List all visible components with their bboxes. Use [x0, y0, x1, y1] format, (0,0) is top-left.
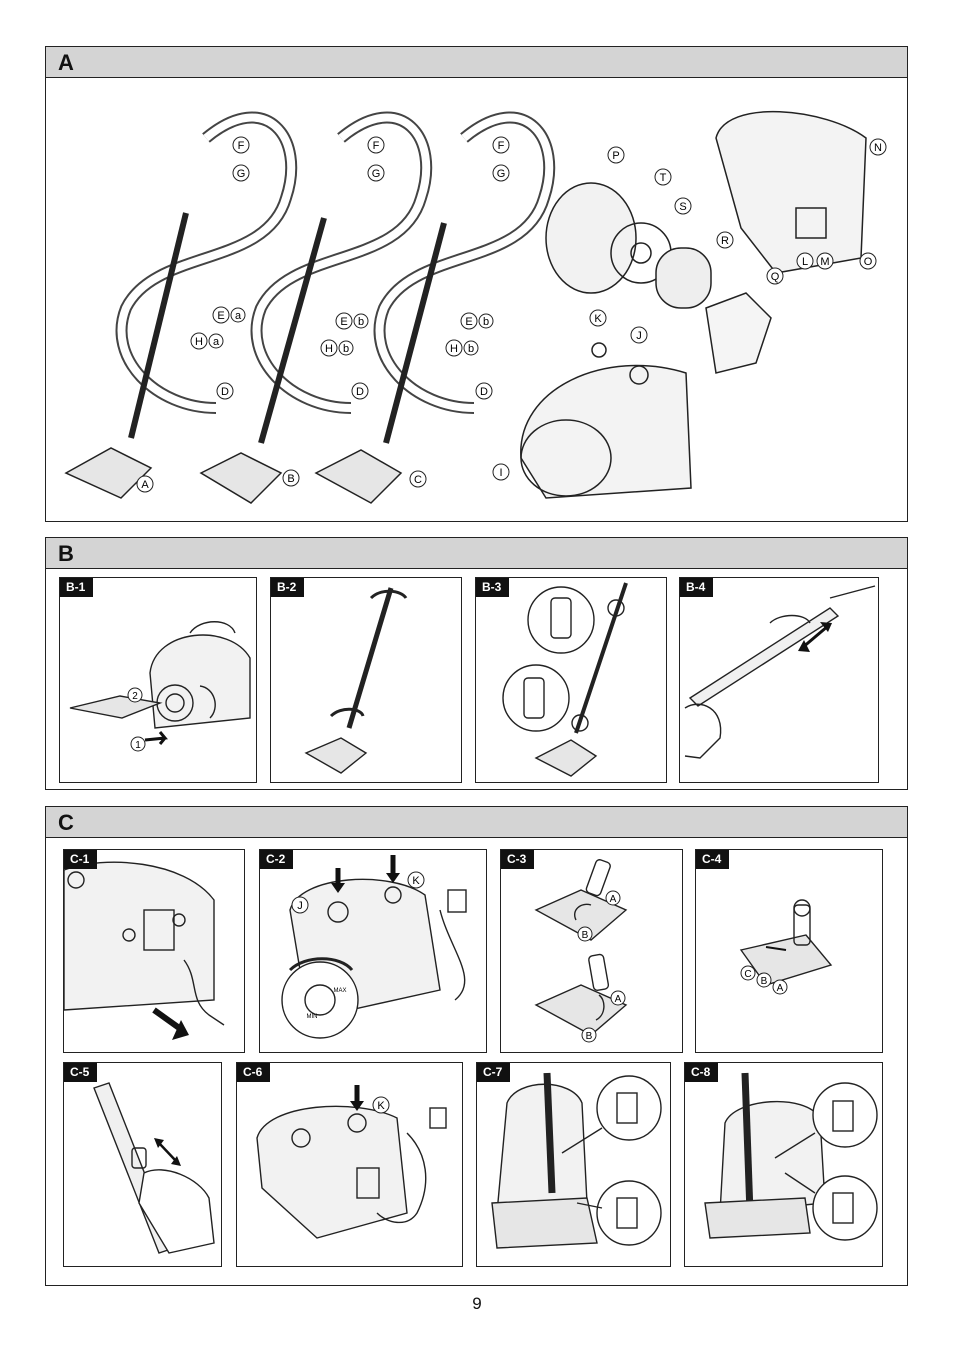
c4-callout-c: C: [744, 969, 751, 980]
callout-i: I: [499, 467, 502, 479]
callout-e-2-sub: b: [358, 316, 364, 328]
wand-attach-illustration: [304, 587, 408, 774]
callout-q: Q: [771, 271, 780, 283]
c2-callout-k: K: [412, 875, 420, 887]
panel-b-2-tag: B-2: [271, 578, 305, 597]
callout-m: M: [820, 256, 829, 268]
panel-c-1-tag: C-1: [64, 850, 98, 869]
callout-e-3-sub: b: [483, 316, 489, 328]
power-dial-illustration: K J MAX MIN: [281, 855, 467, 1039]
section-a: A: [45, 46, 908, 522]
panel-b-4: B-4: [679, 577, 879, 783]
floor-brush-switch-illustration: A B A B: [534, 859, 628, 1043]
c2-callout-j: J: [297, 900, 303, 912]
c4-callout-b: B: [761, 976, 768, 987]
callout-e-1: E: [217, 310, 224, 322]
panel-c-2-tag: C-2: [260, 850, 294, 869]
callout-g-2: G: [372, 168, 381, 180]
panel-c-7-tag: C-7: [477, 1063, 511, 1082]
callout-f-1: F: [238, 140, 245, 152]
callout-o: O: [864, 256, 873, 268]
section-a-letter: A: [58, 50, 74, 75]
panel-b-1: 2 1 B-1: [59, 577, 257, 783]
cord-pull-illustration: [64, 861, 225, 1040]
callout-p: P: [612, 150, 619, 162]
section-a-header: A: [46, 47, 907, 78]
panel-b-1-tag: B-1: [60, 578, 94, 597]
callout-b: B: [287, 473, 294, 485]
panel-b-3-tag: B-3: [476, 578, 510, 597]
callout-k: K: [594, 313, 602, 325]
callout-g-1: G: [237, 168, 246, 180]
wand-lock-illustration: [502, 582, 628, 777]
callout-h-3: H: [450, 343, 458, 355]
callout-l: L: [802, 256, 808, 268]
callout-e-2: E: [340, 316, 347, 328]
panel-c-2: K J MAX MIN C-2: [259, 849, 487, 1053]
hose-attach-illustration: 2 1: [69, 621, 251, 752]
panel-c-3-tag: C-3: [501, 850, 535, 869]
storage-park-illustration: [704, 1072, 878, 1241]
panel-c-5: C-5: [63, 1062, 222, 1267]
telescopic-wand-illustration: [684, 585, 876, 759]
c6-callout-k: K: [377, 1100, 385, 1112]
upright-park-illustration: [491, 1072, 662, 1249]
c4-callout-a: A: [777, 983, 784, 994]
panel-c-8-tag: C-8: [685, 1063, 719, 1082]
callout-h-1-sub: a: [213, 336, 220, 348]
panel-c-4: C B A C-4: [695, 849, 883, 1053]
panel-c-7: C-7: [476, 1062, 671, 1267]
callout-c: C: [414, 474, 422, 486]
panel-c-8: C-8: [684, 1062, 883, 1267]
page-number: 9: [472, 1294, 482, 1313]
section-b-letter: B: [58, 541, 74, 566]
panel-c-3: A B A B C-3: [500, 849, 683, 1053]
callout-h-2-sub: b: [343, 343, 349, 355]
callout-a: A: [141, 479, 149, 491]
turbo-brush-illustration: C B A: [739, 899, 833, 995]
callout-h-1: H: [195, 336, 203, 348]
step-number-2: 2: [132, 691, 138, 702]
section-b-header: B: [46, 538, 907, 569]
c3-callout-a-1: A: [610, 894, 617, 905]
callout-d-2: D: [356, 386, 364, 398]
panel-c-6: K C-6: [236, 1062, 463, 1267]
callout-f-2: F: [373, 140, 380, 152]
section-c-letter: C: [58, 810, 74, 835]
step-number-1: 1: [135, 740, 141, 751]
panel-b-2: B-2: [270, 577, 462, 783]
panel-c-4-tag: C-4: [696, 850, 730, 869]
section-c-header: C: [46, 807, 907, 838]
callout-d-1: D: [221, 386, 229, 398]
c3-callout-a-2: A: [615, 994, 622, 1005]
callout-r: R: [721, 235, 729, 247]
dial-min-label: MIN: [307, 1014, 318, 1020]
panel-b-4-tag: B-4: [680, 578, 714, 597]
c3-callout-b-2: B: [586, 1031, 593, 1042]
callout-e-3: E: [465, 316, 472, 328]
callout-h-3-sub: b: [468, 343, 474, 355]
callout-j: J: [636, 330, 642, 342]
airflow-slider-illustration: [93, 1082, 215, 1254]
cord-rewind-illustration: K: [256, 1085, 447, 1239]
callout-h-2: H: [325, 343, 333, 355]
callout-s: S: [679, 201, 686, 213]
callout-d-3: D: [480, 386, 488, 398]
panel-c-6-tag: C-6: [237, 1063, 271, 1082]
c3-callout-b-1: B: [582, 930, 589, 941]
panel-b-3: B-3: [475, 577, 667, 783]
callout-t: T: [660, 172, 667, 184]
panel-c-5-tag: C-5: [64, 1063, 98, 1082]
callout-e-1-sub: a: [235, 310, 242, 322]
vacuum-parts-diagram: F G F G F G P T S R Q N L M O K J I A B: [64, 111, 887, 504]
section-a-illustration: F G F G F G P T S R Q N L M O K J I A B: [46, 78, 907, 521]
panel-c-1: C-1: [63, 849, 245, 1053]
callout-g-3: G: [497, 168, 506, 180]
dial-max-label: MAX: [333, 988, 346, 994]
callout-f-3: F: [498, 140, 505, 152]
callout-n: N: [874, 142, 882, 154]
